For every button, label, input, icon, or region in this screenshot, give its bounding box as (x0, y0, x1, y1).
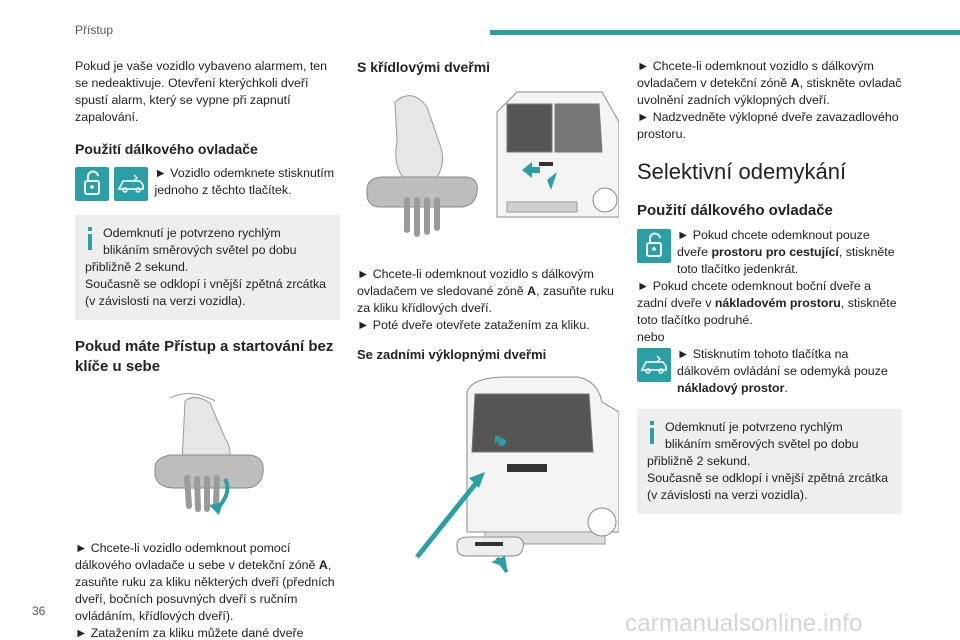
van-button-icon-wrap (637, 348, 671, 382)
sel-text1-part1: ► Pokud chcete odemknout pouze dveře (677, 228, 870, 259)
remote-unlock-text: ► Vozidlo odemknete stisknutím jednoho z… (154, 166, 335, 197)
tailgate-lift-text: ► Nadzvedněte výklopné dveře zavazadlové… (637, 110, 899, 141)
info-icon (85, 227, 95, 256)
unlock-confirmation-note-2: Odemknutí je potvrzeno rychlým blikáním … (637, 409, 902, 514)
tailgate-text-part1: ► Chcete-li odemknout vozidlo s dálkovým… (637, 59, 874, 90)
sel-text3-part1: ► Stisknutím tohoto tlačítka na dálkovém… (677, 347, 888, 378)
header-section-label: Přístup (75, 23, 114, 37)
tailgate-text-part2: , stiskněte ovladač uvolnění zadních výk… (637, 76, 902, 107)
sel-text1-part2: , stiskněte toto tlačítko jedenkrát. (677, 245, 895, 276)
alarm-intro-text: Pokud je vaše vozidlo vybaveno alarmem, … (75, 59, 328, 124)
remote-unlock-row: ► Vozidlo odemknete stisknutím jednoho z… (75, 165, 340, 205)
selective-unlock-row-2: ► Stisknutím tohoto tlačítka na dálkovém… (637, 346, 902, 397)
sel-text3-part2: . (784, 381, 788, 395)
page-number: 36 (32, 604, 46, 618)
unlock-button-icon-wrap (637, 229, 671, 263)
sel-text2-bold: nákladovém prostoru (714, 296, 841, 310)
remote-buttons-icons (75, 167, 149, 201)
note-text-mirrors: Současně se odklopí i vnější zpětná zrcá… (85, 277, 327, 308)
heading-tailgate: Se zadními výklopnými dveřmi (357, 347, 547, 362)
wing-text-part2: , zasuňte ruku za kliku křídlových dveří… (357, 284, 614, 315)
wing-doors-illustration (357, 82, 620, 252)
selective-passenger-text: ► Pokud chcete odemknout pouze dveře pro… (637, 227, 902, 278)
header-accent-bar (490, 30, 960, 35)
tailgate-zone-label: A (790, 76, 800, 90)
selective-cargo-only-text: ► Stisknutím tohoto tlačítka na dálkovém… (637, 346, 902, 397)
sel-text1-bold: prostoru pro cestující (711, 245, 839, 259)
wing-zone-label: A (527, 284, 537, 298)
column-2: S křídlovými dveřmi ► Chcete-li odemknou… (357, 58, 620, 582)
keyless-unlock-text: ► Chcete-li vozidlo odemknout pomocí dál… (75, 540, 340, 625)
keyless-open-text: ► Zatažením za kliku můžete dané dveře o… (75, 626, 304, 640)
keyless-door-handle-illustration (75, 383, 340, 533)
van-unlock-icon (114, 167, 149, 201)
note-text-mirrors-2: Současně se odklopí i vnější zpětná zrcá… (647, 471, 889, 502)
selective-unlock-row-1: ► Pokud chcete odemknout pouze dveře pro… (637, 227, 902, 278)
detection-zone-label: A (318, 558, 328, 572)
watermark: carmanualsonline.info (625, 610, 863, 637)
column-1: Pokud je vaše vozidlo vybaveno alarmem, … (75, 58, 340, 640)
sel-text2-part1: ► Pokud chcete odemknout boční dveře a z… (637, 279, 872, 310)
info-icon (647, 421, 657, 450)
tailgate-unlock-text: ► Chcete-li odemknout vozidlo s dálkovým… (637, 58, 902, 109)
tailgate-illustration (357, 372, 620, 582)
wing-unlock-text: ► Chcete-li odemknout vozidlo s dálkovým… (357, 266, 619, 317)
unlock-confirmation-note: Odemknutí je potvrzeno rychlým blikáním … (75, 215, 340, 320)
unlock-padlock-icon (637, 229, 671, 263)
wing-open-text: ► Poté dveře otevřete zatažením za kliku… (357, 318, 590, 332)
keyless-text-part2: , zasuňte ruku za kliku některých dveří … (75, 558, 335, 623)
heading-selective-unlocking: Selektivní odemykání (637, 159, 847, 184)
heading-remote-control: Použití dálkového ovladače (75, 141, 258, 157)
sel-text2-part2: , stiskněte toto tlačítko podruhé. (637, 296, 897, 327)
selective-cargo-text: ► Pokud chcete odemknout boční dveře a z… (637, 278, 902, 329)
unlock-padlock-icon (75, 167, 109, 201)
van-unlock-icon (637, 348, 671, 382)
heading-keyless-access: Pokud máte Přístup a startování bez klíč… (75, 338, 334, 375)
note-text-blink: Odemknutí je potvrzeno rychlým blikáním … (85, 226, 297, 274)
selective-or-text: nebo (637, 330, 665, 344)
note-text-blink-2: Odemknutí je potvrzeno rychlým blikáním … (647, 420, 859, 468)
sel-text3-bold: nákladový prostor (677, 381, 785, 395)
heading-remote-control-2: Použití dálkového ovladače (637, 202, 833, 219)
column-3: ► Chcete-li odemknout vozidlo s dálkovým… (637, 58, 902, 514)
wing-text-part1: ► Chcete-li odemknout vozidlo s dálkovým… (357, 267, 594, 298)
heading-wing-doors: S křídlovými dveřmi (357, 59, 491, 75)
keyless-text-part1: ► Chcete-li vozidlo odemknout pomocí dál… (75, 541, 319, 572)
